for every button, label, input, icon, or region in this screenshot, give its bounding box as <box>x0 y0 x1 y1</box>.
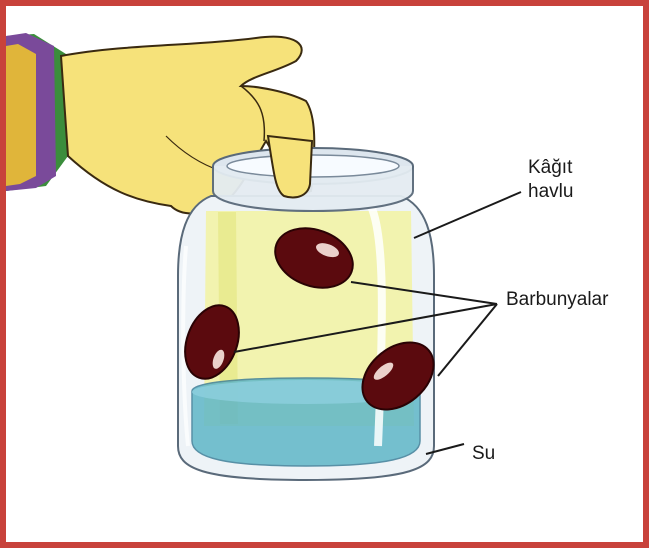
jar-illustration <box>6 6 643 542</box>
leader-bean-right <box>438 304 497 376</box>
label-water: Su <box>472 442 495 466</box>
label-paper-towel-line2: havlu <box>528 180 573 204</box>
label-beans: Barbunyalar <box>506 288 608 312</box>
sleeve <box>6 33 68 191</box>
leader-paper-towel <box>414 192 521 238</box>
label-paper-towel-line1: Kâğıt <box>528 156 572 180</box>
